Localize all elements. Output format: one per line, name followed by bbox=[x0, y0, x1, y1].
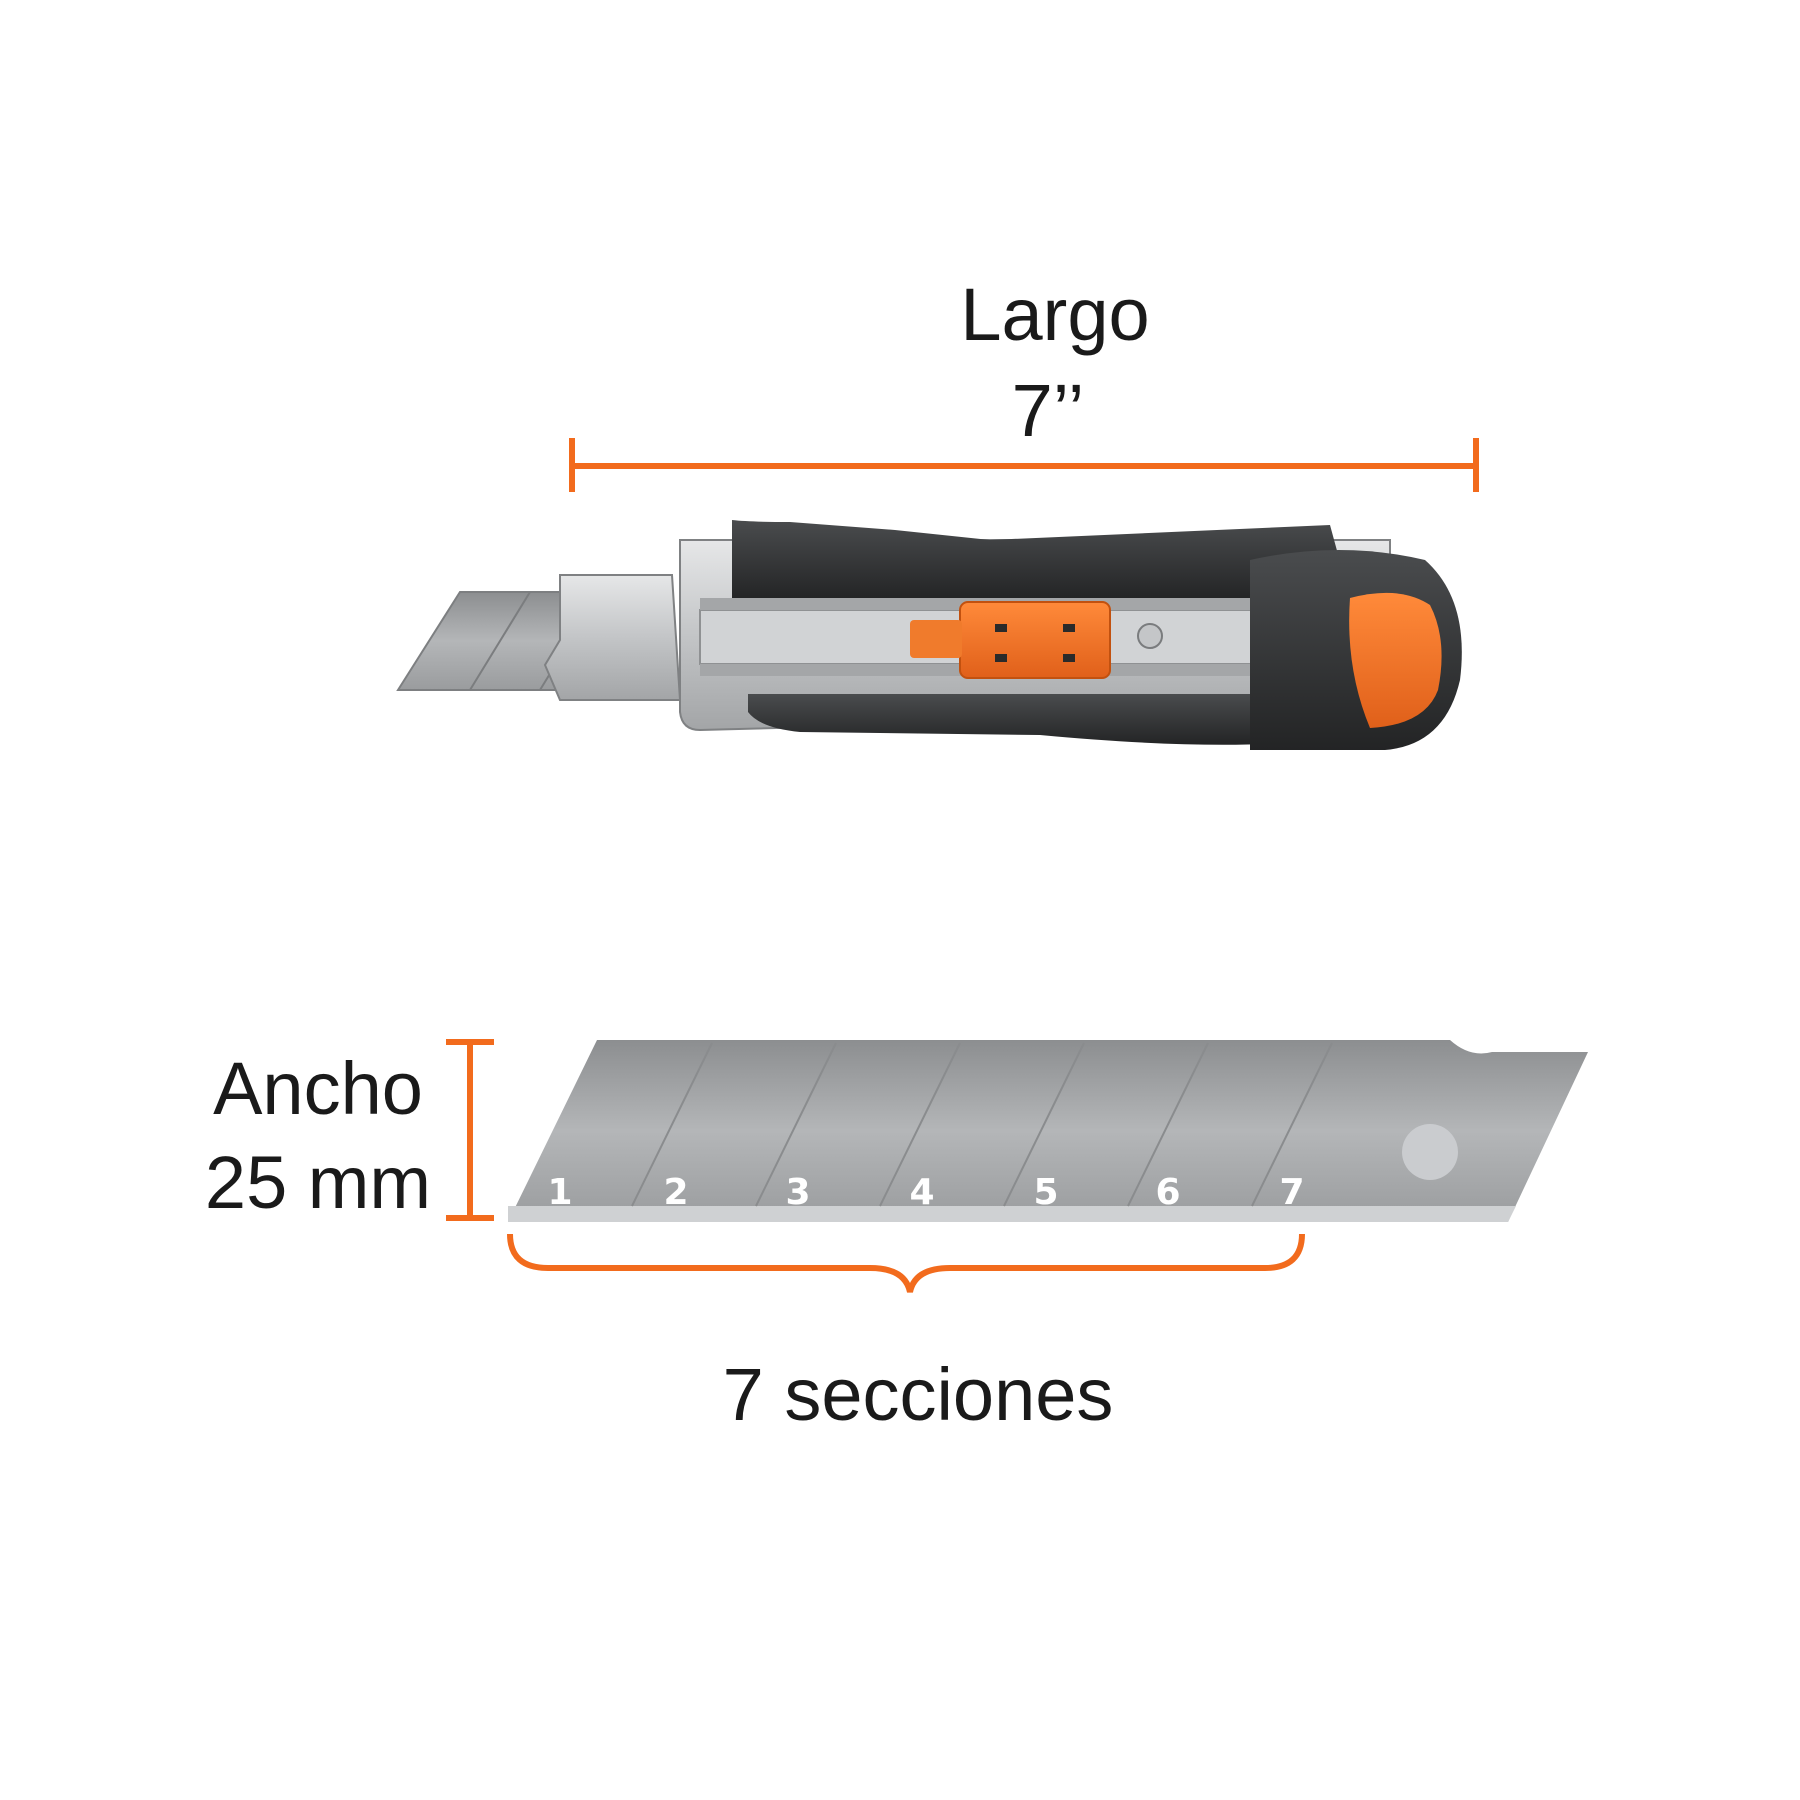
section-number-6: 6 bbox=[1155, 1172, 1180, 1213]
blade-hole bbox=[1402, 1124, 1458, 1180]
knife-slider-button bbox=[959, 601, 1111, 679]
blade-score-lines bbox=[631, 1042, 1333, 1207]
knife-end-cap-orange bbox=[1349, 592, 1442, 728]
utility-knife-illustration bbox=[396, 520, 1462, 750]
section-number-4: 4 bbox=[909, 1172, 934, 1213]
section-number-2: 2 bbox=[663, 1172, 688, 1213]
width-label: Ancho bbox=[213, 1047, 423, 1130]
sections-brace bbox=[507, 1233, 1305, 1293]
length-value: 7’’ bbox=[1012, 369, 1085, 452]
length-dimension-line bbox=[569, 438, 1479, 492]
section-number-3: 3 bbox=[785, 1172, 810, 1213]
width-dimension-line bbox=[446, 1039, 494, 1221]
blade-edge bbox=[508, 1206, 1516, 1222]
knife-top-grip bbox=[732, 520, 1360, 600]
knife-bottom-grip bbox=[748, 694, 1300, 745]
section-number-7: 7 bbox=[1279, 1172, 1304, 1213]
width-value: 25 mm bbox=[205, 1141, 431, 1224]
length-label: Largo bbox=[960, 273, 1149, 356]
knife-nose-guide bbox=[543, 574, 682, 701]
sections-label: 7 secciones bbox=[723, 1353, 1114, 1436]
section-number-5: 5 bbox=[1033, 1172, 1058, 1213]
knife-screw bbox=[1137, 623, 1163, 649]
section-number-1: 1 bbox=[547, 1172, 572, 1213]
snap-off-blade: 1 2 3 4 5 6 7 bbox=[508, 1040, 1588, 1222]
section-numbers: 1 2 3 4 5 6 7 bbox=[547, 1172, 1304, 1213]
